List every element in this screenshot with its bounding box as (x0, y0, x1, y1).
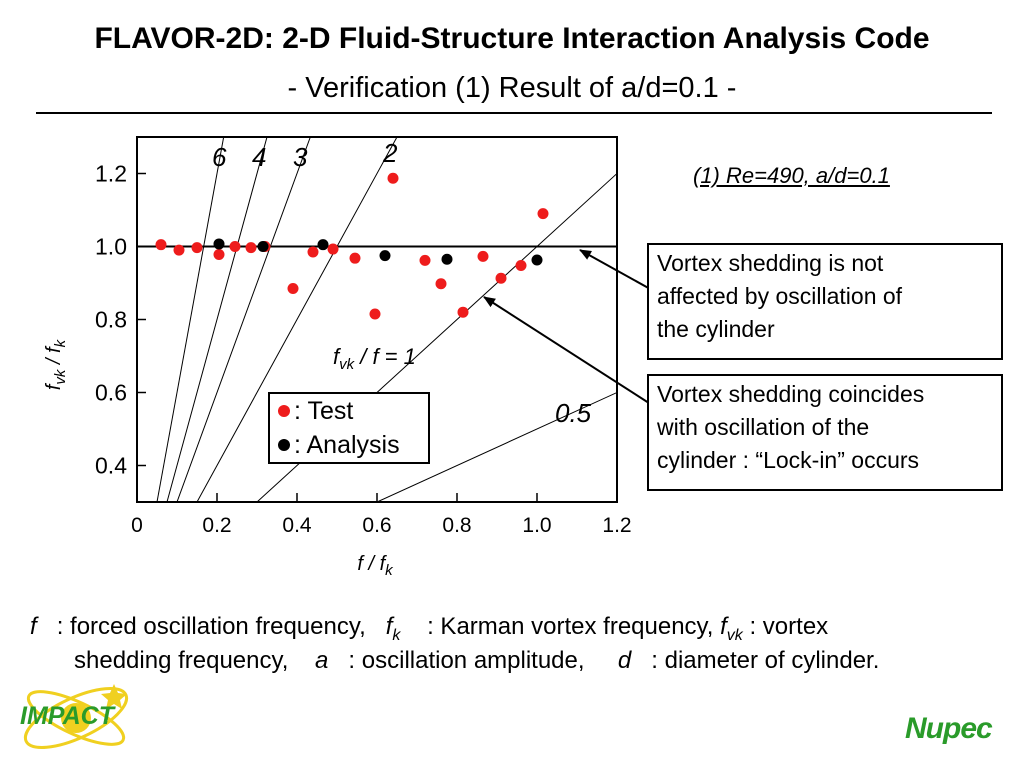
footnote-a-desc: : oscillation amplitude, (348, 647, 585, 674)
ratio-line-label: 0.5 (555, 398, 592, 428)
x-tick-label: 1.0 (522, 514, 551, 537)
ratio-line-label: 2 (382, 138, 398, 168)
x-tick-label: 0 (131, 514, 143, 537)
data-point-analysis (257, 241, 269, 252)
legend-item-analysis: : Analysis (278, 430, 400, 460)
footnote-fvk-symbol: f (720, 613, 727, 640)
data-point-analysis (317, 239, 329, 251)
data-point-test (155, 239, 167, 251)
annotation-line: with oscillation of the (657, 414, 870, 440)
data-point-test (229, 241, 241, 252)
y-tick-label: 0.8 (95, 307, 127, 333)
ratio-line-label: 3 (293, 142, 308, 172)
ratio-line-label: 4 (252, 142, 266, 172)
data-point-test (213, 249, 225, 261)
annotation-line: the cylinder (657, 316, 775, 342)
data-point-analysis (531, 254, 543, 266)
data-point-test (173, 244, 185, 256)
footnote-fvk-sub: vk (726, 626, 743, 644)
ratio-line (256, 172, 617, 502)
page-title: FLAVOR-2D: 2-D Fluid-Structure Interacti… (94, 22, 930, 55)
footnote-fvk-desc: : vortex (749, 613, 829, 640)
legend-label-analysis: : Analysis (294, 430, 400, 459)
impact-logo-text: IMPACT (20, 702, 114, 730)
plot-lines (137, 137, 617, 502)
data-point-test (537, 208, 549, 220)
y-axis-label: fvk / fk (43, 338, 69, 390)
footnote-d-desc: : diameter of cylinder. (651, 647, 880, 674)
data-point-test (387, 172, 399, 184)
data-point-test (287, 282, 299, 294)
data-point-analysis (213, 238, 225, 250)
ratio-line (176, 137, 311, 502)
annotation-line: affected by oscillation of (657, 283, 903, 309)
data-point-analysis (441, 253, 453, 265)
x-tick-label: 0.8 (442, 514, 471, 537)
nupec-logo-text: Nupec (905, 712, 993, 745)
title-divider (36, 112, 992, 114)
annotation-arrow (579, 249, 653, 291)
footnote-f-symbol: f (30, 613, 37, 640)
data-point-test (477, 250, 489, 262)
data-point-test (495, 272, 507, 284)
data-point-test (369, 308, 381, 320)
x-tick-label: 0.2 (202, 514, 231, 537)
y-axis-label-sub: vk (52, 368, 69, 385)
footnote-line-1: f : forced oscillation frequency, fk : K… (30, 613, 828, 645)
annotation-arrow (483, 296, 653, 406)
chart-legend: : Test : Analysis (268, 392, 430, 464)
legend-item-test: : Test (278, 396, 353, 426)
annotation-line: Vortex shedding coincides (657, 381, 925, 407)
y-tick-label: 1.2 (95, 161, 127, 187)
annotation-box-lock-in: Vortex shedding coincides with oscillati… (647, 374, 1003, 491)
y-axis-label-sub: k (52, 338, 69, 347)
footnote-d-symbol: d (617, 647, 632, 674)
data-point-test (349, 252, 361, 264)
legend-marker-analysis (278, 439, 290, 451)
x-axis-label: f / fk (357, 553, 394, 579)
x-axis-label-sub: k (385, 562, 394, 579)
ratio-line-label: 6 (212, 142, 227, 172)
data-point-test (457, 306, 469, 318)
data-point-analysis (379, 250, 391, 262)
data-point-test (191, 242, 203, 254)
annotation-box-unaffected: Vortex shedding is not affected by oscil… (647, 243, 1003, 360)
data-point-test (307, 246, 319, 258)
legend-marker-test (278, 405, 290, 417)
ratio-line (196, 137, 398, 502)
ratio-line (166, 137, 268, 502)
chart-svg: 0 0.2 0.4 0.6 0.8 1.0 1.2 0.4 0.6 0.8 1.0 1.2 f / fk… (43, 136, 653, 579)
chart-caption: (1) Re=490, a/d=0.1 (693, 163, 890, 188)
ratio-line-1-label: fvk / f = 1 (333, 344, 416, 373)
footnote-line-2: shedding frequency, a : oscillation ampl… (74, 647, 879, 675)
footnote-a-symbol: a (315, 647, 329, 674)
x-tick-label: 1.2 (602, 514, 631, 537)
data-point-test (435, 278, 447, 290)
page-subtitle: - Verification (1) Result of a/d=0.1 - (287, 72, 737, 104)
y-tick-label: 1.0 (95, 234, 127, 260)
ratio-line (156, 137, 225, 502)
footnote-f-desc: : forced oscillation frequency, (56, 613, 366, 640)
footnote-fk-sub: k (392, 626, 401, 644)
ratio-line-1-rest: / f = 1 (354, 344, 416, 369)
data-point-test (327, 243, 339, 255)
data-point-test (515, 259, 527, 271)
y-axis-label-mid: / f (43, 345, 65, 370)
impact-logo-graphic (23, 684, 129, 749)
x-tick-label: 0.6 (362, 514, 391, 537)
ratio-line-1-sub: vk (339, 356, 356, 373)
data-point-test (245, 242, 257, 254)
legend-label-test: : Test (294, 396, 354, 425)
footnote-fk-desc: : Karman vortex frequency, (427, 613, 714, 640)
footnote-fk-symbol: f (385, 613, 393, 640)
data-point-test (419, 254, 431, 266)
y-tick-label: 0.6 (95, 380, 127, 406)
footnote-line2-a: shedding frequency, (74, 647, 289, 674)
y-tick-label: 0.4 (95, 453, 127, 479)
x-tick-label: 0.4 (282, 514, 312, 537)
annotation-line: cylinder : “Lock-in” occurs (657, 447, 920, 473)
annotation-line: Vortex shedding is not (657, 250, 884, 276)
